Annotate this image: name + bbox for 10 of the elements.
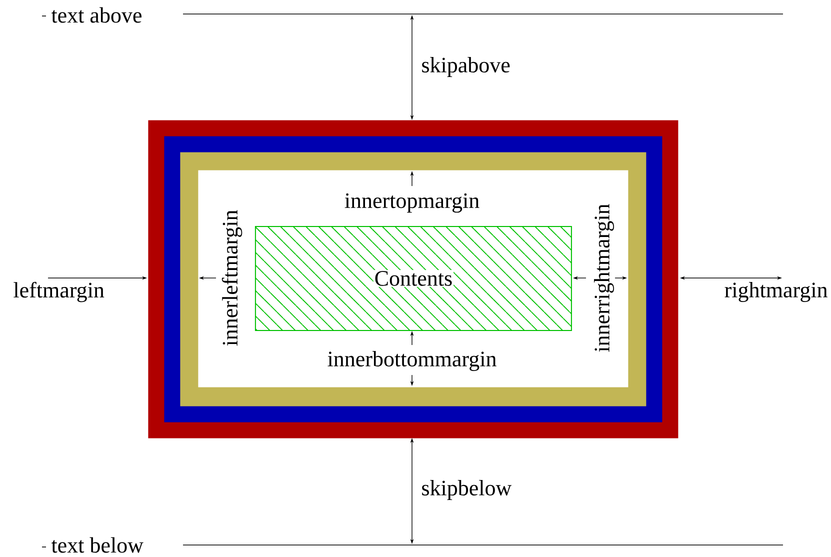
dimension-label: skipabove [422, 57, 510, 77]
dimension-label: leftmargin [14, 282, 104, 302]
dimension-label: skipbelow [422, 480, 512, 500]
dimension-label: rightmargin [724, 282, 828, 302]
dimension-label: innerbottommargin [328, 351, 496, 371]
dimension-label: innerrightmargin [594, 204, 614, 352]
sample-text: text above [51, 7, 142, 23]
inner-area [198, 170, 628, 388]
contents-box: Contents [254, 226, 572, 331]
sample-text: text below [51, 537, 144, 553]
